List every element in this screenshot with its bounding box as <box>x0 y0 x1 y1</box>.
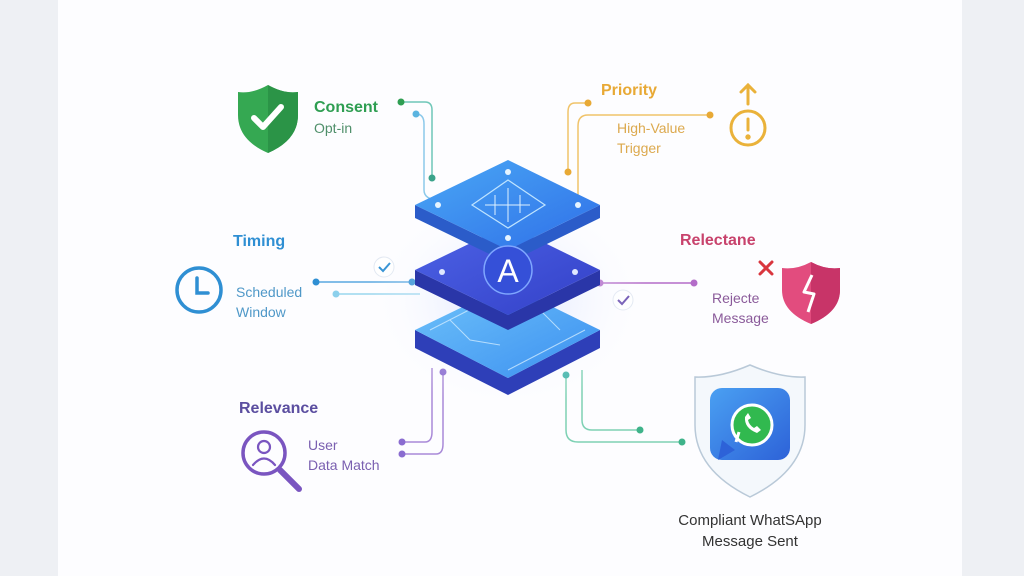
reject-x-icon <box>758 260 774 276</box>
timing-subtitle-2: Window <box>236 304 287 320</box>
reluctance-subtitle-1: Rejecte <box>712 290 760 306</box>
timing-title: Timing <box>233 233 285 250</box>
consent-subtitle: Opt-in <box>314 120 352 136</box>
ai-layer-stack: A <box>368 160 648 410</box>
broken-shield-icon <box>782 262 840 324</box>
clock-icon <box>175 266 223 314</box>
priority-alert-icon <box>729 82 767 147</box>
consent-shield-icon <box>238 85 298 153</box>
reluctance-title: Relectane <box>680 232 756 249</box>
consent-title: Consent <box>314 99 379 116</box>
relevance-title: Relevance <box>239 400 318 417</box>
timing-subtitle-1: Scheduled <box>236 284 302 300</box>
center-letter: A <box>497 253 519 289</box>
priority-subtitle-2: Trigger <box>617 140 661 156</box>
priority-subtitle-1: High-Value <box>617 120 685 136</box>
priority-title: Priority <box>601 82 657 99</box>
result-line-2: Message Sent <box>702 533 799 550</box>
user-search-icon <box>241 430 302 492</box>
relevance-subtitle-1: User <box>308 437 338 453</box>
connector-lines <box>316 101 710 455</box>
result-line-1: Compliant WhatSApp <box>678 512 821 529</box>
relevance-subtitle-2: Data Match <box>308 457 380 473</box>
whatsapp-shield-icon <box>694 364 806 498</box>
reluctance-subtitle-2: Message <box>712 310 769 326</box>
